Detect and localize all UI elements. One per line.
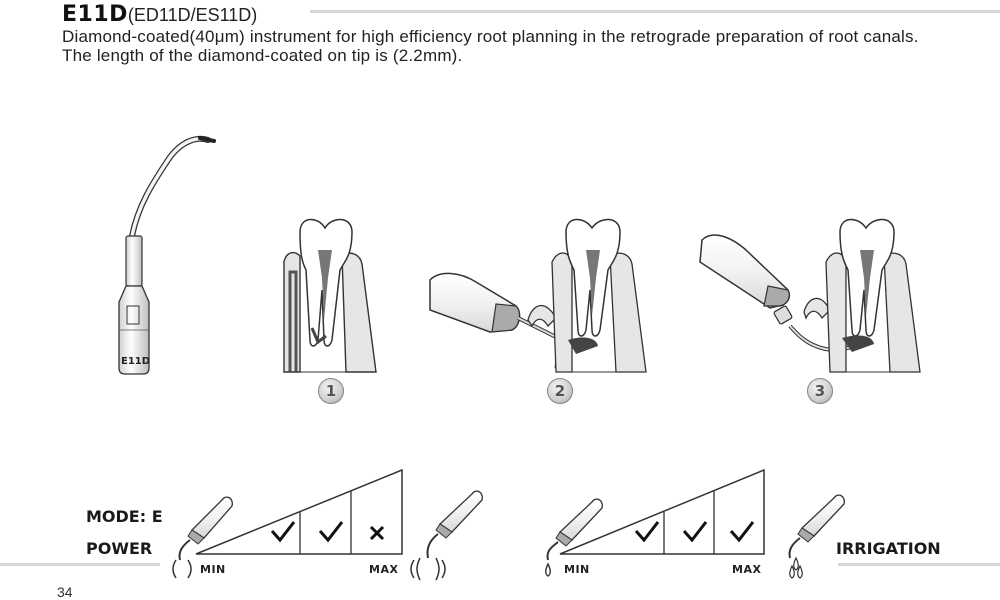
- handpiece-min-irrigation-icon: [545, 498, 603, 577]
- footer-rule-right: [838, 563, 1000, 566]
- irrigation-level-2-check-icon: [682, 521, 708, 543]
- footer-rule-left: [0, 563, 160, 566]
- tip-engraving-label: E11D: [121, 356, 150, 367]
- model-aliases: (ED11D/ES11D): [127, 5, 258, 25]
- power-label: POWER: [86, 539, 153, 558]
- header-rule: [310, 10, 1000, 13]
- handpiece-max-irrigation-icon: [788, 494, 845, 579]
- handpiece-max-power-icon: [410, 490, 483, 581]
- irrigation-scale: [559, 468, 765, 555]
- step-2-diagram: [429, 218, 647, 373]
- step-badge-2: 2: [547, 378, 573, 404]
- page-number: 34: [57, 584, 73, 600]
- power-min-label: MIN: [200, 563, 226, 576]
- step-badge-1: 1: [318, 378, 344, 404]
- irrigation-max-label: MAX: [732, 563, 762, 576]
- irrigation-min-label: MIN: [564, 563, 590, 576]
- irrigation-label: IRRIGATION: [836, 539, 941, 558]
- power-level-3-cross-icon: [369, 525, 385, 541]
- handpiece-min-power-icon: [172, 496, 233, 579]
- irrigation-level-1-check-icon: [634, 521, 660, 543]
- product-description: Diamond-coated(40μm) instrument for high…: [62, 27, 919, 65]
- power-level-1-check-icon: [270, 521, 296, 543]
- irrigation-level-3-check-icon: [729, 521, 755, 543]
- step-badge-3: 3: [807, 378, 833, 404]
- step-1-tooth-diagram: [283, 218, 377, 373]
- mode-label: MODE: E: [86, 507, 163, 526]
- power-level-2-check-icon: [318, 521, 344, 543]
- model-name: E11D: [62, 2, 128, 27]
- power-max-label: MAX: [369, 563, 399, 576]
- e11d-tip-icon: [118, 135, 216, 375]
- power-scale: [195, 468, 403, 555]
- title-row: E11D(ED11D/ES11D): [62, 2, 1000, 27]
- step-3-diagram: [699, 218, 921, 373]
